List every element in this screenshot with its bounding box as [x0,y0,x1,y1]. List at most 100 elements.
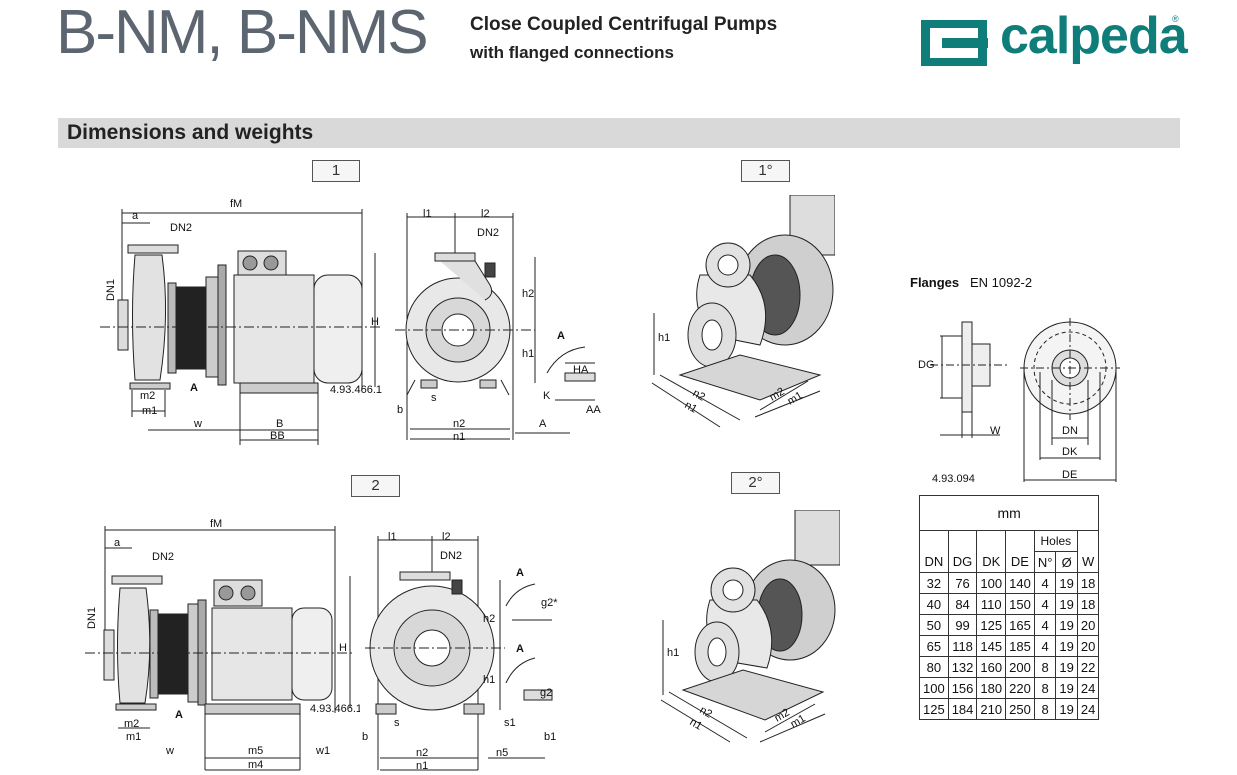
dim-l1-2: l1 [388,531,397,543]
table-cell: 24 [1076,698,1100,720]
dim-w: w [193,418,202,430]
dim-DN2-2: DN2 [152,551,174,563]
table-cell: 125 [976,614,1007,636]
table-holes-row: Holes [919,530,1100,552]
dim-DN2-front-2: DN2 [440,550,462,562]
drawing-code-2: 4.93.466.1 [310,703,360,715]
dim-h1-iso-2: h1 [667,647,679,659]
table-spacer [947,530,978,552]
drawing-1-side-view: fM a DN2 DN1 H A m2 m1 w B BB 4.93.466.1 [100,198,382,445]
flange-dim-DE: DE [1062,469,1077,481]
subtitle-line2: with flanged connections [470,43,675,62]
dim-H: H [371,316,379,328]
dim-n2-2: n2 [416,747,428,759]
figure-label-2-deg: 2° [731,472,780,494]
table-cell: 125 [919,698,949,720]
table-unit: mm [918,495,1100,531]
dim-A: A [539,418,547,430]
detail-label-A-top: A [516,567,524,579]
table-cell: 180 [976,677,1007,699]
dim-m2: m2 [140,390,155,402]
table-cell: 165 [1005,614,1035,636]
dim-DN1-2: DN1 [86,607,98,629]
brand-registered-mark: ® [1172,14,1179,24]
dim-s1: s1 [504,717,516,729]
table-cell: 100 [976,572,1007,594]
dim-b: b [397,404,403,416]
table-unit-row: mm [918,495,1100,531]
brand-logo: calpeda ® [920,7,1188,72]
table-spacer [1005,530,1035,552]
column-header: Ø [1055,551,1078,573]
dim-a: a [132,210,139,222]
table-cell: 80 [919,656,949,678]
flange-dim-DG: DG [918,359,935,371]
column-header: DN [919,551,949,573]
drawing-1-front-view: l1 l2 DN2 h2 h1 b s n2 n1 A HA K AA A [395,208,601,443]
flanges-standard: EN 1092-2 [969,275,1033,290]
table-cell: 99 [947,614,978,636]
table-cell: 110 [976,593,1007,615]
dim-AA: AA [586,404,601,416]
dim-n2-iso-2: n2 [698,704,715,721]
drawing-2-side-view: fM a DN2 DN1 H A m2 m1 w m5 w1 m4 4.93.4… [85,518,360,771]
view-arrow-A: A [190,382,198,394]
table-cell: 250 [1005,698,1035,720]
table-header-row: DN DG DK DE N° Ø W [919,551,1100,573]
table-cell: 140 [1005,572,1035,594]
dim-B: B [276,418,283,430]
table-cell: 150 [1005,593,1035,615]
table-cell: 20 [1076,635,1100,657]
table-cell: 200 [1005,656,1035,678]
dim-w-2: w [165,745,174,757]
dim-DN2-front: DN2 [477,227,499,239]
column-header: DK [976,551,1007,573]
table-cell: 18 [1076,572,1100,594]
table-cell: 185 [1005,635,1035,657]
column-header: N° [1033,551,1057,573]
table-cell: 184 [947,698,978,720]
dim-n2-iso: n2 [691,387,708,404]
dim-m5: m5 [248,745,263,757]
view-arrow-A-2: A [175,709,183,721]
table-cell: 40 [919,593,949,615]
table-cell: 22 [1076,656,1100,678]
table-cell: 118 [947,635,978,657]
table-cell: 19 [1055,614,1078,636]
table-cell: 4 [1033,635,1057,657]
dim-h2-2: h2 [483,613,495,625]
dim-w1: w1 [315,745,330,757]
dim-m1-2: m1 [126,731,141,743]
flanges-label: Flanges [910,275,960,290]
table-cell: 32 [919,572,949,594]
flange-dim-DN: DN [1062,425,1078,437]
table-cell: 19 [1055,677,1078,699]
table-spacer [976,530,1007,552]
figure-label-1: 1 [312,160,360,182]
table-cell: 8 [1033,656,1057,678]
table-cell: 18 [1076,593,1100,615]
dim-n2: n2 [453,418,465,430]
column-header: DG [947,551,978,573]
dim-h2: h2 [522,288,534,300]
dim-l2-2: l2 [442,531,451,543]
dim-a-2: a [114,537,121,549]
table-cell: 19 [1055,635,1078,657]
table-spacer [1076,530,1100,552]
logo-mark-icon [921,20,988,66]
table-spacer [919,530,949,552]
section-bar [58,118,1180,148]
table-cell: 19 [1055,656,1078,678]
column-header: DE [1005,551,1035,573]
dim-h1: h1 [522,348,534,360]
table-cell: 50 [919,614,949,636]
table-cell: 156 [947,677,978,699]
dim-b-2: b [362,731,368,743]
dim-l2: l2 [481,208,490,220]
dim-n1-2: n1 [416,760,428,772]
